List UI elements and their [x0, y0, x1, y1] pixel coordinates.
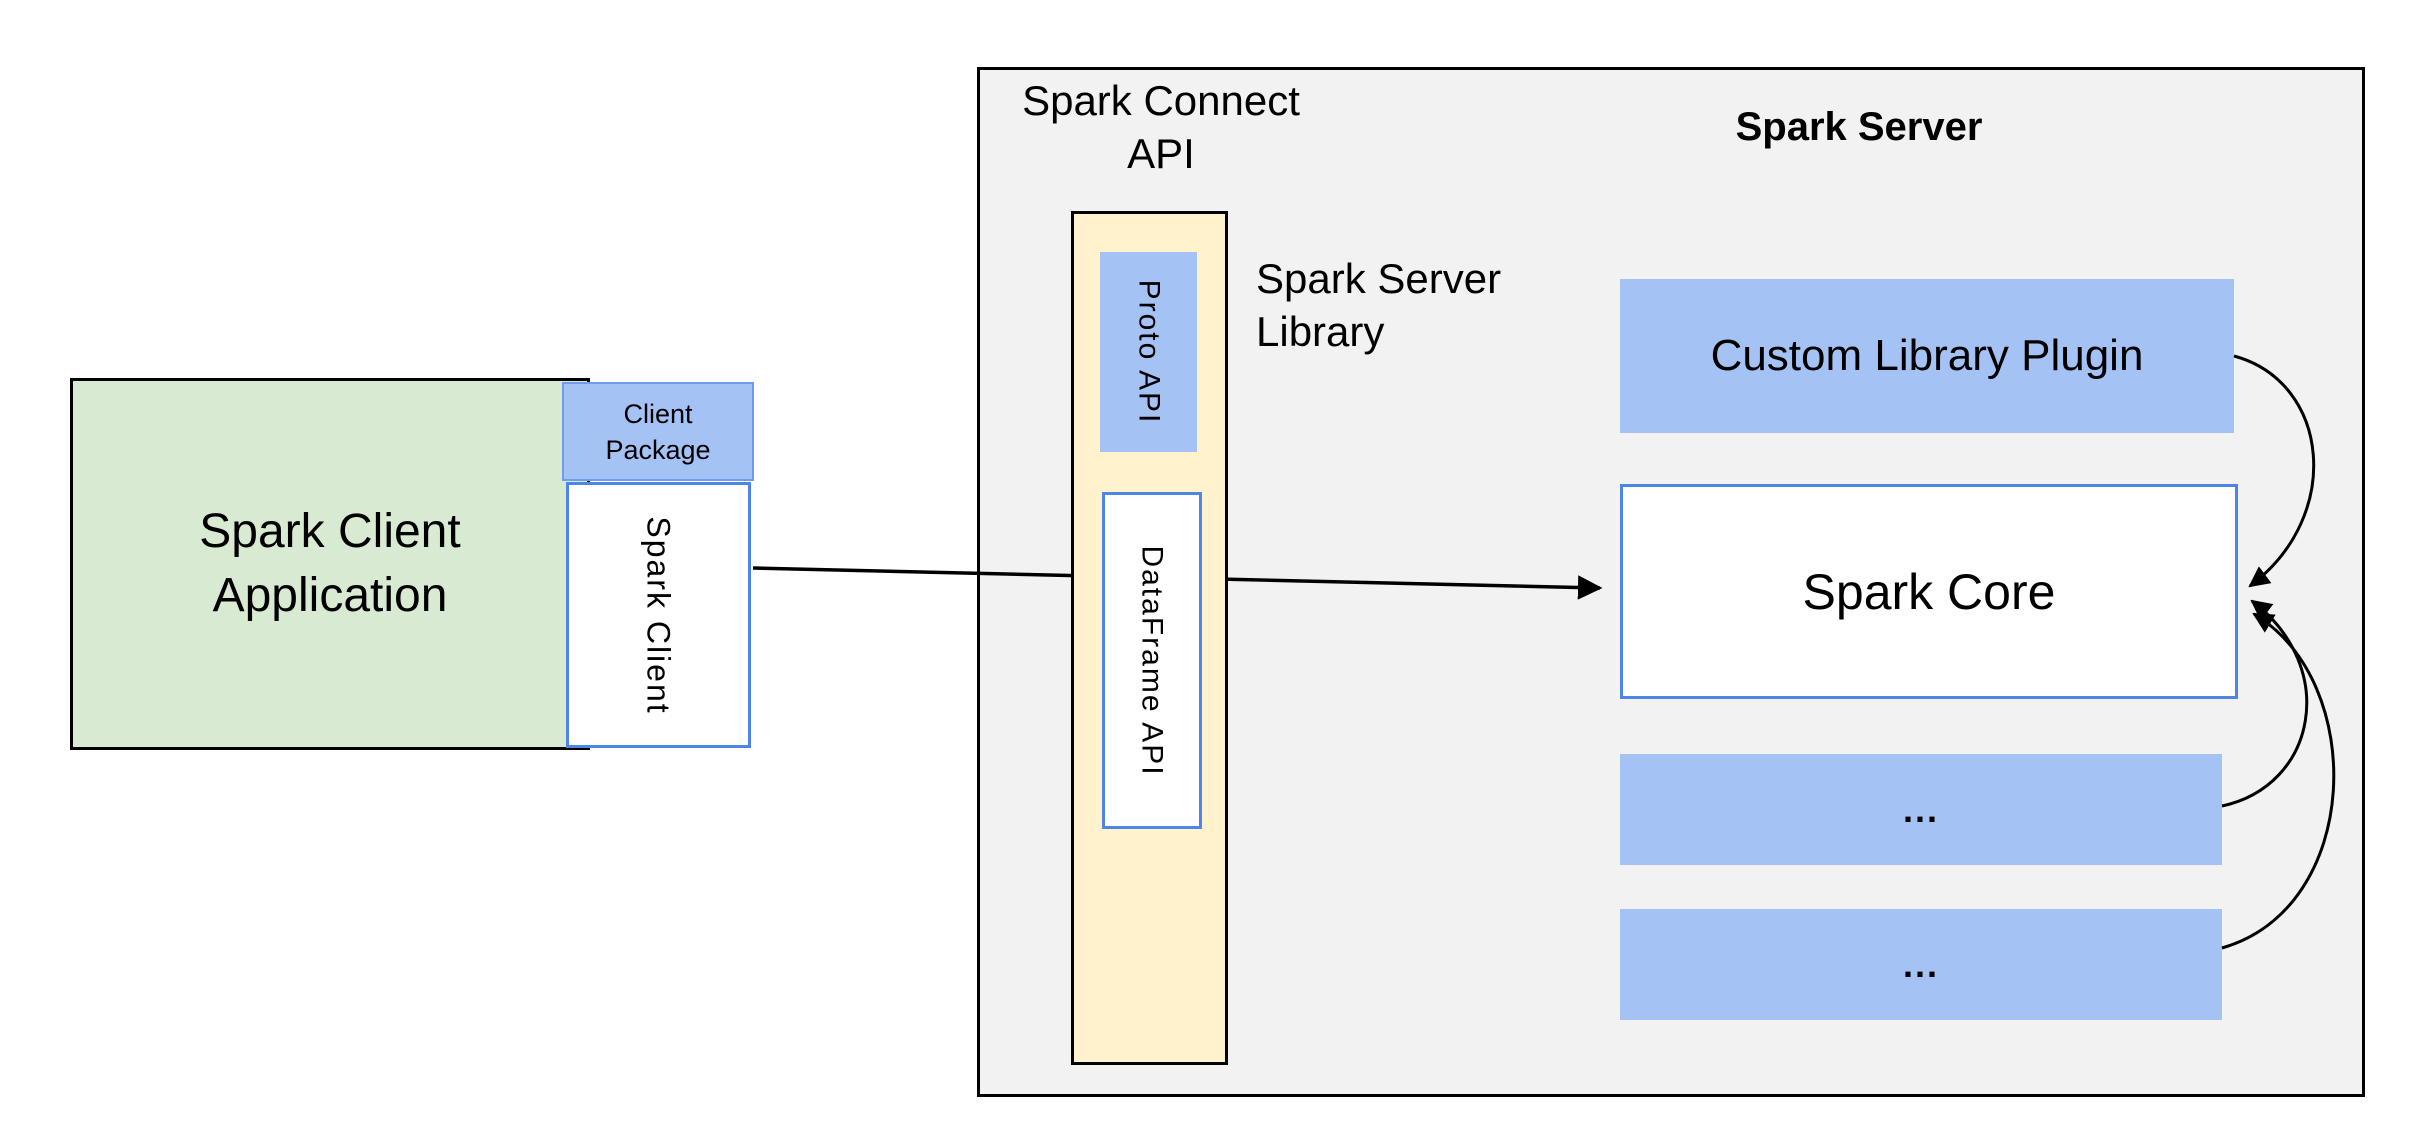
server-module-box-2: ...	[1620, 909, 2222, 1020]
server-module-2-label: ...	[1902, 943, 1939, 985]
custom-library-plugin-box: Custom Library Plugin	[1620, 279, 2234, 433]
spark-server-title: Spark Server	[1735, 105, 1983, 149]
spark-client-application-label: Spark Client Application	[199, 505, 461, 622]
server-module-box-1: ...	[1620, 754, 2222, 865]
spark-client-box: Spark Client	[566, 482, 751, 748]
spark-client-application-box: Spark Client Application	[70, 378, 590, 750]
spark-core-box: Spark Core	[1620, 484, 2238, 699]
spark-client-label: Spark Client	[641, 515, 678, 715]
spark-server-library-label: Spark Server Library	[1256, 255, 1502, 355]
server-module-1-label: ...	[1902, 788, 1939, 830]
spark-core-label: Spark Core	[1802, 563, 2056, 620]
dataframe-api-box: DataFrame API	[1102, 492, 1202, 829]
spark-connect-api-title: Spark Connect API	[1022, 77, 1300, 177]
client-package-label: Client Package	[605, 398, 711, 465]
dataframe-api-label: DataFrame API	[1136, 544, 1170, 777]
client-package-box: Client Package	[562, 382, 754, 481]
proto-api-label: Proto API	[1132, 279, 1166, 425]
proto-api-box: Proto API	[1100, 252, 1197, 452]
custom-library-plugin-label: Custom Library Plugin	[1710, 331, 2144, 380]
